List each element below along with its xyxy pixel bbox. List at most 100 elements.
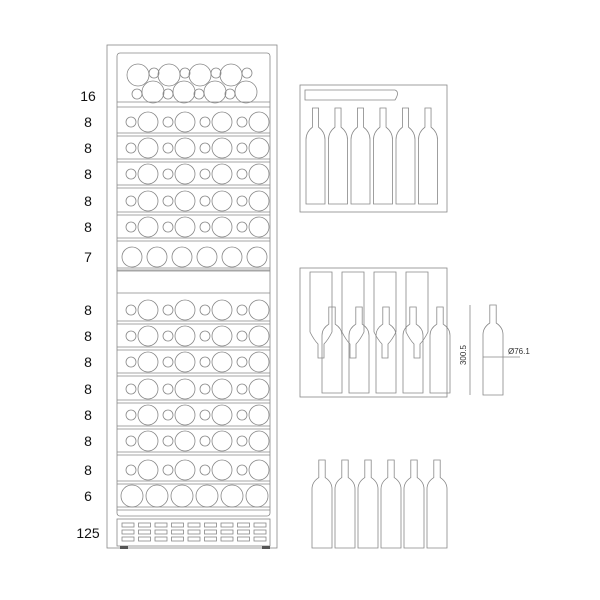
rack-side-view-middle bbox=[299, 267, 448, 398]
grille-slot bbox=[237, 536, 250, 542]
bottle-end bbox=[248, 459, 270, 481]
bottle-neck bbox=[199, 409, 211, 421]
bottle-end bbox=[137, 190, 159, 212]
bottle bbox=[373, 107, 393, 205]
bottle-neck bbox=[210, 67, 222, 79]
bottle-neck bbox=[199, 304, 211, 316]
bottle-end bbox=[174, 351, 196, 373]
bottle-neck bbox=[199, 221, 211, 233]
bottle-neck bbox=[199, 330, 211, 342]
bottle-end bbox=[170, 484, 194, 508]
shelf-capacity-label: 16 bbox=[80, 88, 96, 104]
bottle-end bbox=[195, 484, 219, 508]
bottle-end bbox=[248, 325, 270, 347]
bottle-neck bbox=[162, 116, 174, 128]
bottle-end bbox=[174, 216, 196, 238]
shelf-capacity-label: 8 bbox=[84, 219, 92, 235]
shelf-capacity-label: 8 bbox=[84, 354, 92, 370]
bottle-neck bbox=[162, 88, 174, 100]
bottle bbox=[426, 459, 448, 549]
bottle bbox=[311, 459, 333, 549]
grille-slot bbox=[220, 536, 234, 542]
bottle-neck bbox=[199, 435, 211, 447]
shelf-capacity-label: 7 bbox=[84, 249, 92, 265]
bottle-end bbox=[248, 351, 270, 373]
bottle-end bbox=[137, 111, 159, 133]
bottle-end bbox=[211, 299, 233, 321]
grille-slot bbox=[204, 522, 217, 528]
bottle-end bbox=[245, 484, 269, 508]
bottle-end bbox=[211, 404, 233, 426]
bottle-neck bbox=[236, 435, 248, 447]
bottle-neck bbox=[162, 464, 174, 476]
bottle bbox=[403, 459, 425, 549]
bottle-end bbox=[121, 246, 143, 268]
bottle-end bbox=[145, 484, 169, 508]
bottle-end bbox=[211, 190, 233, 212]
bottle-end bbox=[137, 299, 159, 321]
reference-bottle bbox=[482, 304, 504, 396]
bottle-end bbox=[248, 190, 270, 212]
inverted-bottle bbox=[405, 271, 429, 359]
bottle-neck bbox=[224, 88, 236, 100]
inverted-bottle bbox=[309, 271, 333, 359]
grille-slot bbox=[154, 536, 168, 542]
grille-slot bbox=[121, 536, 135, 542]
grille-slot bbox=[220, 522, 234, 528]
bottle-neck bbox=[193, 88, 205, 100]
bottle-end bbox=[126, 63, 150, 87]
bottle-neck bbox=[199, 116, 211, 128]
bottle-neck bbox=[241, 67, 253, 79]
bottle-end bbox=[248, 299, 270, 321]
bottle-neck bbox=[162, 330, 174, 342]
grille-slot bbox=[253, 529, 267, 535]
inverted-bottle bbox=[373, 271, 397, 359]
bottle-neck bbox=[125, 142, 137, 154]
bottle-neck bbox=[236, 195, 248, 207]
bottle-neck bbox=[162, 435, 174, 447]
bottle-neck bbox=[125, 330, 137, 342]
cabinet-frame bbox=[106, 44, 278, 549]
bottle-end bbox=[174, 325, 196, 347]
bottle-end bbox=[234, 80, 258, 104]
bottle-end bbox=[246, 246, 268, 268]
grille-slot bbox=[204, 529, 217, 535]
bottle-end bbox=[211, 325, 233, 347]
bottle bbox=[418, 107, 438, 205]
bottle-end bbox=[248, 430, 270, 452]
bottle-neck bbox=[236, 304, 248, 316]
bottle-end bbox=[211, 216, 233, 238]
shelf-capacity-label: 8 bbox=[84, 193, 92, 209]
bottle-neck bbox=[125, 168, 137, 180]
bottle-neck bbox=[236, 464, 248, 476]
bottle-end bbox=[188, 63, 212, 87]
bottle-neck bbox=[162, 409, 174, 421]
bottle-neck bbox=[199, 464, 211, 476]
bottle-neck bbox=[236, 168, 248, 180]
foot bbox=[262, 546, 270, 549]
shelf-capacity-label: 8 bbox=[84, 302, 92, 318]
bottle-neck bbox=[236, 116, 248, 128]
ventilation-grille bbox=[116, 518, 271, 547]
bottle bbox=[321, 306, 343, 394]
bottle-neck bbox=[125, 435, 137, 447]
bottle-end bbox=[248, 137, 270, 159]
bottle-end bbox=[248, 216, 270, 238]
bottle-end bbox=[146, 246, 168, 268]
bottle-end bbox=[211, 378, 233, 400]
bottle-end bbox=[248, 404, 270, 426]
bottle bbox=[350, 107, 371, 205]
bottle-end bbox=[219, 63, 243, 87]
bottle bbox=[334, 459, 356, 549]
shelf-capacity-label: 8 bbox=[84, 166, 92, 182]
inverted-bottle bbox=[341, 271, 365, 359]
bottle-end bbox=[221, 246, 243, 268]
bottle-end bbox=[172, 80, 196, 104]
bottle bbox=[328, 107, 348, 205]
bottle-end bbox=[203, 80, 227, 104]
bottle-end bbox=[248, 378, 270, 400]
bottle-end bbox=[137, 351, 159, 373]
bottle-neck bbox=[125, 195, 137, 207]
bottle-neck bbox=[199, 168, 211, 180]
grille-slot bbox=[187, 529, 201, 535]
